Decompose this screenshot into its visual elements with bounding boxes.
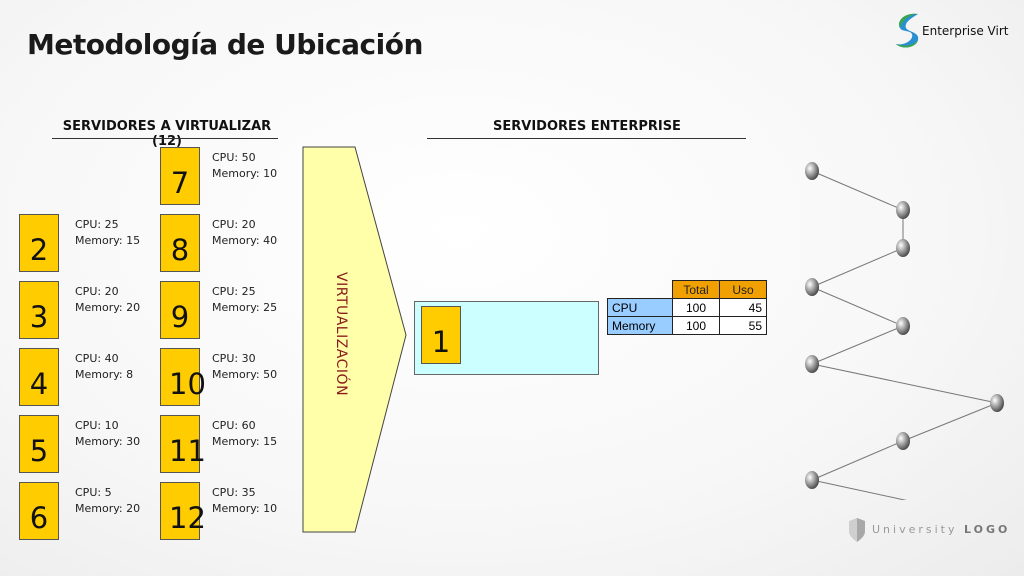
server-spec-7: CPU: 50 Memory: 10: [212, 150, 277, 182]
server-spec-2: CPU: 25 Memory: 15: [75, 217, 140, 249]
server-spec-10: CPU: 30 Memory: 50: [212, 351, 277, 383]
server-box-10: 10: [160, 348, 206, 406]
server-cpu: CPU: 60: [212, 419, 256, 432]
server-box-3: 3: [19, 281, 59, 339]
enterprise-swirl-icon: [896, 13, 919, 48]
server-memory: Memory: 10: [212, 167, 278, 180]
server-memory: Memory: 25: [212, 301, 278, 314]
server-spec-12: CPU: 35 Memory: 10: [212, 485, 277, 517]
sphere-node-icon: [896, 201, 910, 219]
sphere-node-icon: [805, 471, 819, 489]
server-cpu: CPU: 5: [75, 486, 112, 499]
server-cpu: CPU: 10: [75, 419, 119, 432]
table-header-total: Total: [672, 280, 720, 299]
server-cpu: CPU: 40: [75, 352, 119, 365]
university-logo-text: University LOGO: [872, 523, 1010, 536]
sphere-node-icon: [805, 278, 819, 296]
table-row: Memory 100 55: [607, 316, 767, 335]
university-logo-bold: LOGO: [964, 523, 1011, 536]
server-box-4: 4: [19, 348, 59, 406]
server-memory: Memory: 50: [212, 368, 278, 381]
table-header-row: Total Uso: [608, 280, 767, 299]
table-corner: [608, 281, 673, 299]
table-cell-total: 100: [672, 316, 720, 335]
table-row-label: CPU: [607, 298, 673, 317]
server-memory: Memory: 40: [212, 234, 278, 247]
page-title: Metodología de Ubicación: [27, 28, 423, 61]
server-cpu: CPU: 25: [212, 285, 256, 298]
server-memory: Memory: 10: [212, 502, 278, 515]
server-box-5: 5: [19, 415, 59, 473]
sphere-node-icon: [896, 239, 910, 257]
sphere-node-icon: [896, 432, 910, 450]
left-section-underline: [52, 138, 278, 139]
server-box-12: 12: [160, 482, 206, 540]
server-memory: Memory: 8: [75, 368, 134, 381]
table-cell-uso: 45: [719, 298, 767, 317]
sphere-node-icon: [990, 394, 1004, 412]
usage-table: Total Uso CPU 100 45 Memory 100 55: [607, 280, 767, 335]
right-section-heading: SERVIDORES ENTERPRISE: [493, 119, 681, 134]
sphere-node-icon: [896, 317, 910, 335]
server-cpu: CPU: 35: [212, 486, 256, 499]
server-box-9: 9: [160, 281, 200, 339]
server-spec-5: CPU: 10 Memory: 30: [75, 418, 140, 450]
table-row-label: Memory: [607, 316, 673, 335]
university-logo-prefix: University: [872, 523, 964, 536]
server-memory: Memory: 15: [75, 234, 141, 247]
table-cell-uso: 55: [719, 316, 767, 335]
server-memory: Memory: 20: [75, 301, 141, 314]
server-memory: Memory: 30: [75, 435, 141, 448]
server-box-1: 1: [421, 306, 461, 364]
server-box-11: 11: [160, 415, 206, 473]
server-spec-4: CPU: 40 Memory: 8: [75, 351, 133, 383]
server-box-2: 2: [19, 214, 59, 272]
virtualization-label: VIRTUALIZACIÓN: [333, 272, 349, 397]
server-memory: Memory: 15: [212, 435, 278, 448]
table-header-uso: Uso: [719, 280, 767, 299]
server-box-8: 8: [160, 214, 200, 272]
server-spec-6: CPU: 5 Memory: 20: [75, 485, 140, 517]
server-box-7: 7: [160, 147, 200, 205]
left-section-heading: SERVIDORES A VIRTUALIZAR (12): [62, 119, 272, 149]
server-cpu: CPU: 25: [75, 218, 119, 231]
server-memory: Memory: 20: [75, 502, 141, 515]
table-row: CPU 100 45: [607, 298, 767, 317]
shield-logo-icon: [849, 518, 865, 542]
sphere-node-icon: [805, 162, 819, 180]
server-cpu: CPU: 20: [75, 285, 119, 298]
server-cpu: CPU: 20: [212, 218, 256, 231]
decorative-network: [805, 162, 1004, 500]
brand-logo: Enterprise Virt: [890, 10, 1010, 50]
server-spec-3: CPU: 20 Memory: 20: [75, 284, 140, 316]
right-section-underline: [427, 138, 746, 139]
server-spec-9: CPU: 25 Memory: 25: [212, 284, 277, 316]
server-box-6: 6: [19, 482, 59, 540]
server-spec-11: CPU: 60 Memory: 15: [212, 418, 277, 450]
server-cpu: CPU: 50: [212, 151, 256, 164]
sphere-node-icon: [805, 355, 819, 373]
table-cell-total: 100: [672, 298, 720, 317]
university-logo: University LOGO: [848, 518, 1007, 544]
virtualization-arrow: [302, 146, 407, 533]
server-cpu: CPU: 30: [212, 352, 256, 365]
brand-name: Enterprise Virt: [922, 24, 1009, 38]
server-spec-8: CPU: 20 Memory: 40: [212, 217, 277, 249]
